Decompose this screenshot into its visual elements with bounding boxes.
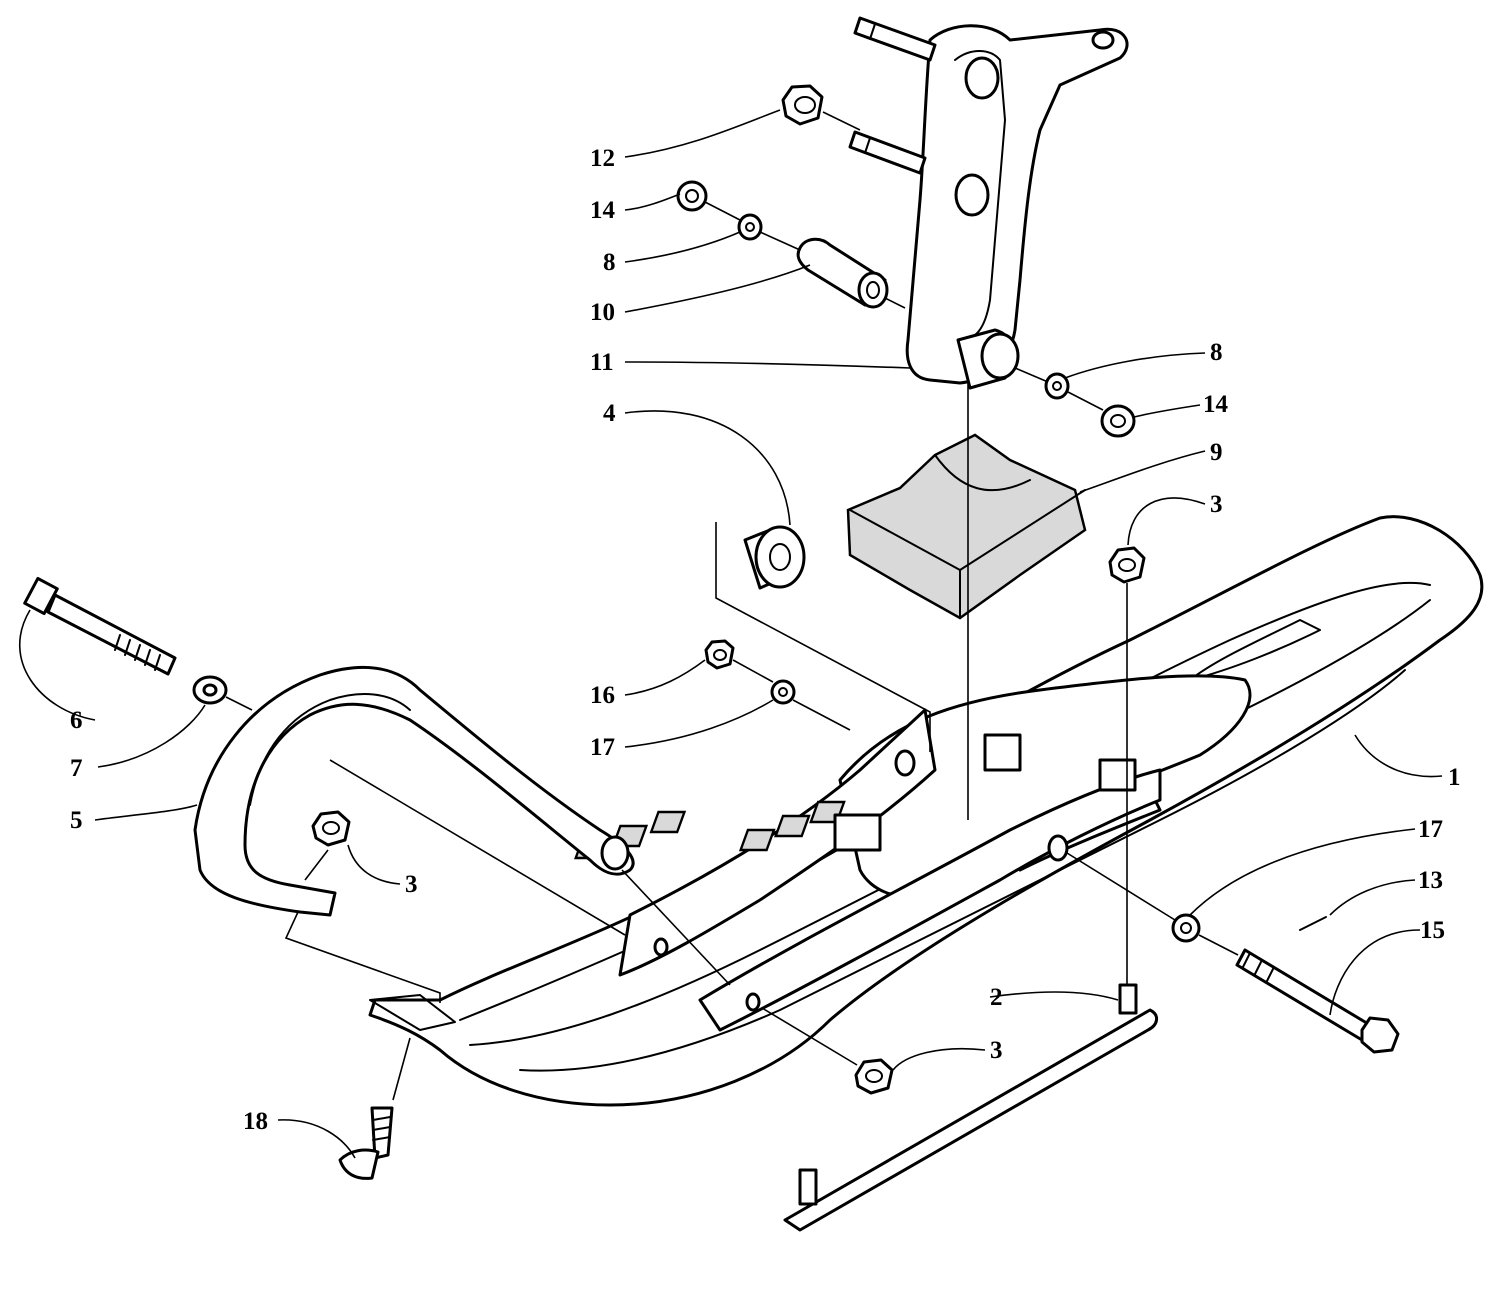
spindle-stud-lower	[848, 130, 927, 175]
callout-15: 15	[1420, 917, 1445, 944]
ski	[368, 515, 1484, 1107]
callout-16: 16	[590, 682, 615, 709]
callout-17-lower: 17	[1418, 816, 1443, 843]
callout-13: 13	[1418, 867, 1443, 894]
damper-pad	[846, 433, 1087, 620]
spindle-washer-lower	[1044, 372, 1070, 400]
spindle-bolt	[1235, 948, 1400, 1054]
handle-washer	[192, 675, 228, 705]
callout-3-lower: 3	[990, 1037, 1003, 1064]
callout-17-upper: 17	[590, 734, 615, 761]
ski-handle	[193, 665, 635, 917]
callout-5: 5	[70, 807, 83, 834]
callout-leaders	[19, 109, 1443, 1159]
callout-18: 18	[243, 1108, 268, 1135]
callout-2: 2	[990, 984, 1003, 1011]
spindle-washer-upper	[737, 213, 763, 241]
callout-4: 4	[603, 400, 616, 427]
lock-nut-handle	[311, 810, 351, 847]
callout-9: 9	[1210, 439, 1223, 466]
small-nut	[704, 639, 735, 670]
lock-nut-upper-right	[1108, 546, 1146, 584]
carbide-stud	[338, 1106, 394, 1180]
callout-11: 11	[590, 349, 614, 376]
callout-1: 1	[1448, 764, 1461, 791]
callout-12: 12	[590, 145, 615, 172]
spindle-stud-upper	[853, 16, 937, 62]
assembly-lines	[225, 111, 1239, 1101]
handle-bolt	[23, 576, 177, 676]
spindle	[905, 24, 1129, 390]
spindle-sleeve	[796, 237, 889, 309]
callout-8-upper: 8	[603, 249, 616, 276]
flange-nut	[781, 84, 824, 126]
spacer-lower	[1100, 404, 1136, 438]
callout-3-upper: 3	[1210, 491, 1223, 518]
callout-7: 7	[70, 755, 83, 782]
callout-6: 6	[70, 707, 83, 734]
wear-bar	[783, 983, 1158, 1232]
callout-14-lower: 14	[1203, 391, 1229, 418]
spacer-upper	[676, 180, 708, 212]
small-washer-upper	[770, 679, 796, 705]
callout-3-handle: 3	[405, 871, 418, 898]
small-washer-lower	[1171, 913, 1201, 943]
callout-numbers: 12 14 8 10 11 8 14 4 9 3 1 17 13 15 2 3 …	[70, 145, 1461, 1135]
lock-nut-ski-front	[854, 1058, 894, 1095]
callout-10: 10	[590, 299, 615, 326]
cotter-pin	[1299, 916, 1327, 931]
spindle-bushing	[743, 525, 806, 590]
callout-8-lower: 8	[1210, 339, 1223, 366]
callout-14-upper: 14	[590, 197, 616, 224]
